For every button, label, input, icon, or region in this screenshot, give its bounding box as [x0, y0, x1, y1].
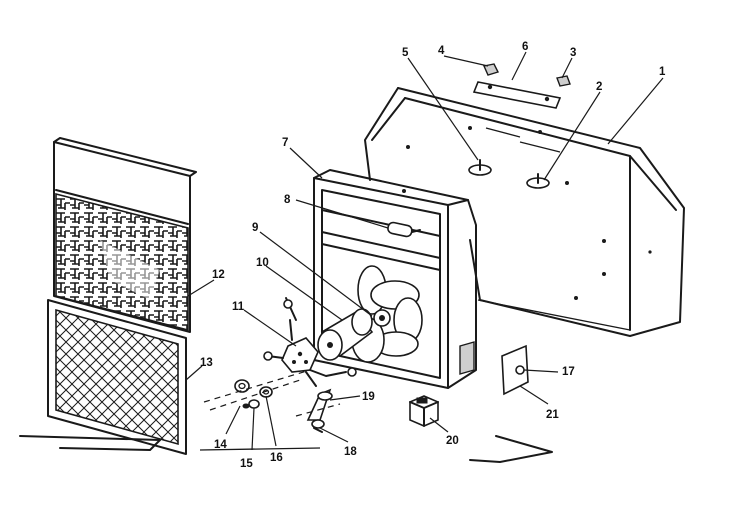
callout-3: 3: [570, 47, 576, 59]
callout-7: 7: [282, 137, 288, 149]
leader-lines: [185, 51, 664, 451]
nut: [556, 75, 571, 87]
callout-20: 20: [446, 435, 459, 447]
rubber-mount-foot: [306, 388, 333, 421]
base-lines: [19, 435, 553, 463]
callout-5: 5: [402, 47, 409, 59]
front-grille-panel: [53, 137, 197, 333]
callout-labels: 1 2 3 4 5 6 7 8 9 10 11 12 13 14 15 16 1…: [200, 41, 666, 470]
fan-motor: [317, 308, 374, 361]
callout-21: 21: [546, 409, 559, 421]
bracket-plate: [472, 81, 562, 109]
callout-8: 8: [284, 194, 291, 206]
callout-6: 6: [522, 41, 528, 53]
capacitor: [387, 221, 421, 238]
callout-4: 4: [438, 45, 445, 57]
callout-18: 18: [344, 446, 357, 458]
fan-blades: [351, 265, 423, 363]
small-washer: [248, 399, 260, 409]
callout-14: 14: [214, 439, 227, 451]
callout-19: 19: [362, 391, 375, 403]
switch-plate: [501, 344, 529, 396]
callout-12: 12: [212, 269, 225, 281]
mount-screw: [311, 419, 325, 433]
callout-9: 9: [252, 222, 258, 234]
plate-nut: [483, 63, 499, 76]
callout-16: 16: [270, 452, 283, 464]
callout-13: 13: [200, 357, 213, 369]
housing-stud-left: [468, 159, 492, 176]
callout-2: 2: [596, 81, 602, 93]
small-screw: [242, 403, 250, 409]
callout-11: 11: [232, 301, 245, 313]
housing-stud-right: [526, 173, 550, 189]
plate-screw: [515, 365, 525, 375]
callout-17: 17: [562, 366, 575, 378]
grommet-washer: [234, 379, 250, 393]
callout-10: 10: [256, 257, 269, 269]
assembly-lines: [203, 369, 341, 417]
air-filter: [47, 299, 187, 455]
chassis-frame: [313, 169, 477, 389]
callout-1: 1: [659, 66, 666, 78]
grommet-nut: [259, 386, 273, 398]
callout-15: 15: [240, 458, 253, 470]
cabinet-housing: [364, 87, 685, 337]
